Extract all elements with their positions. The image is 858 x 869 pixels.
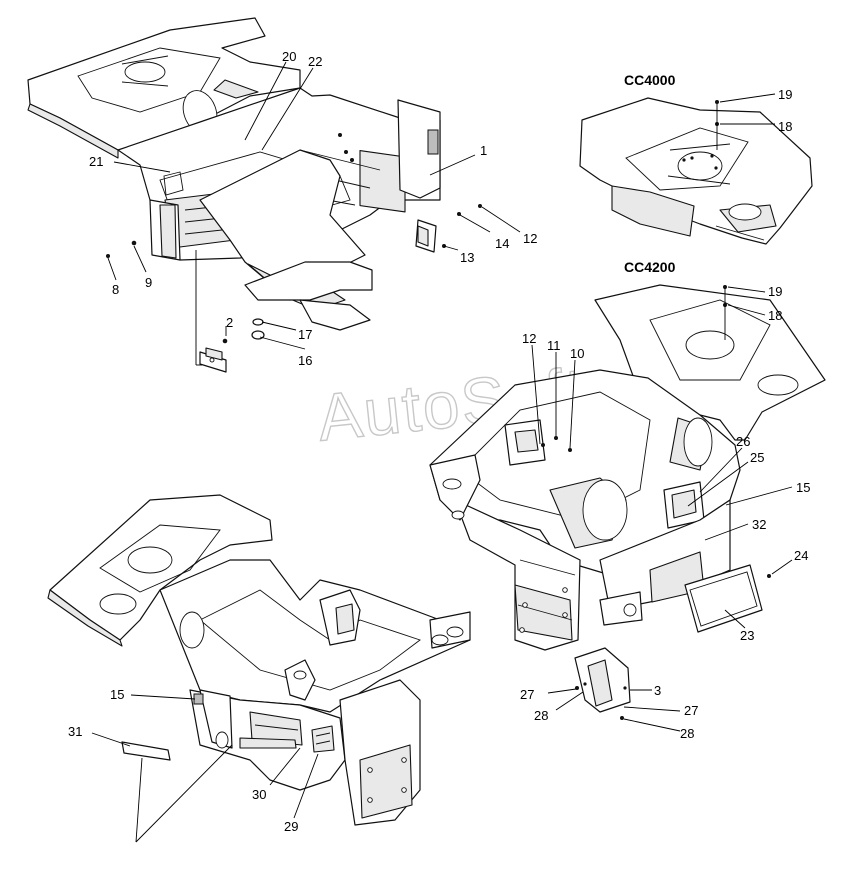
callout-13: 13: [460, 250, 474, 265]
leaders-cc4000: [719, 93, 776, 125]
callout-28-left: 28: [534, 708, 548, 723]
callout-16: 16: [298, 353, 312, 368]
callout-31: 31: [68, 724, 82, 739]
leaders-frame1: [107, 61, 521, 366]
callout-19-cc4200: 19: [768, 284, 782, 299]
callout-10: 10: [570, 346, 584, 361]
main-frame-exploded: [27, 17, 441, 331]
loose-parts-frame1: [106, 204, 482, 373]
callout-32: 32: [752, 517, 766, 532]
callout-30: 30: [252, 787, 266, 802]
callout-12-cc4200: 12: [522, 331, 536, 346]
callout-3: 3: [654, 683, 661, 698]
model-label-cc4000: CC4000: [624, 72, 676, 88]
callout-24: 24: [794, 548, 808, 563]
callout-1: 1: [480, 143, 487, 158]
callout-17: 17: [298, 327, 312, 342]
callout-12: 12: [523, 231, 537, 246]
callout-15-cc4200: 15: [796, 480, 810, 495]
callout-29: 29: [284, 819, 298, 834]
leaders-frame3: [91, 694, 319, 843]
model-label-cc4200: CC4200: [624, 259, 676, 275]
callout-23: 23: [740, 628, 754, 643]
callout-15-assembled: 15: [110, 687, 124, 702]
leaders-cc4200: [531, 286, 793, 732]
cc4200-frame: [429, 284, 826, 720]
callout-21: 21: [89, 154, 103, 169]
callout-27-right: 27: [684, 703, 698, 718]
callout-11: 11: [547, 338, 561, 353]
callout-2: 2: [226, 315, 233, 330]
callout-25: 25: [750, 450, 764, 465]
callout-26: 26: [736, 434, 750, 449]
callout-18-cc4200: 18: [768, 308, 782, 323]
callout-18-cc4000: 18: [778, 119, 792, 134]
callout-9: 9: [145, 275, 152, 290]
cc4000-shroud: [579, 97, 813, 245]
assembled-frame: [47, 494, 471, 826]
callout-8: 8: [112, 282, 119, 297]
callout-28-right: 28: [680, 726, 694, 741]
callout-22: 22: [308, 54, 322, 69]
callout-19-cc4000: 19: [778, 87, 792, 102]
callout-20: 20: [282, 49, 296, 64]
callouts: 1 2 8 9 12 13 14 16 17 20 21 22 19 18 19…: [68, 49, 810, 834]
callout-14: 14: [495, 236, 509, 251]
callout-27-left: 27: [520, 687, 534, 702]
